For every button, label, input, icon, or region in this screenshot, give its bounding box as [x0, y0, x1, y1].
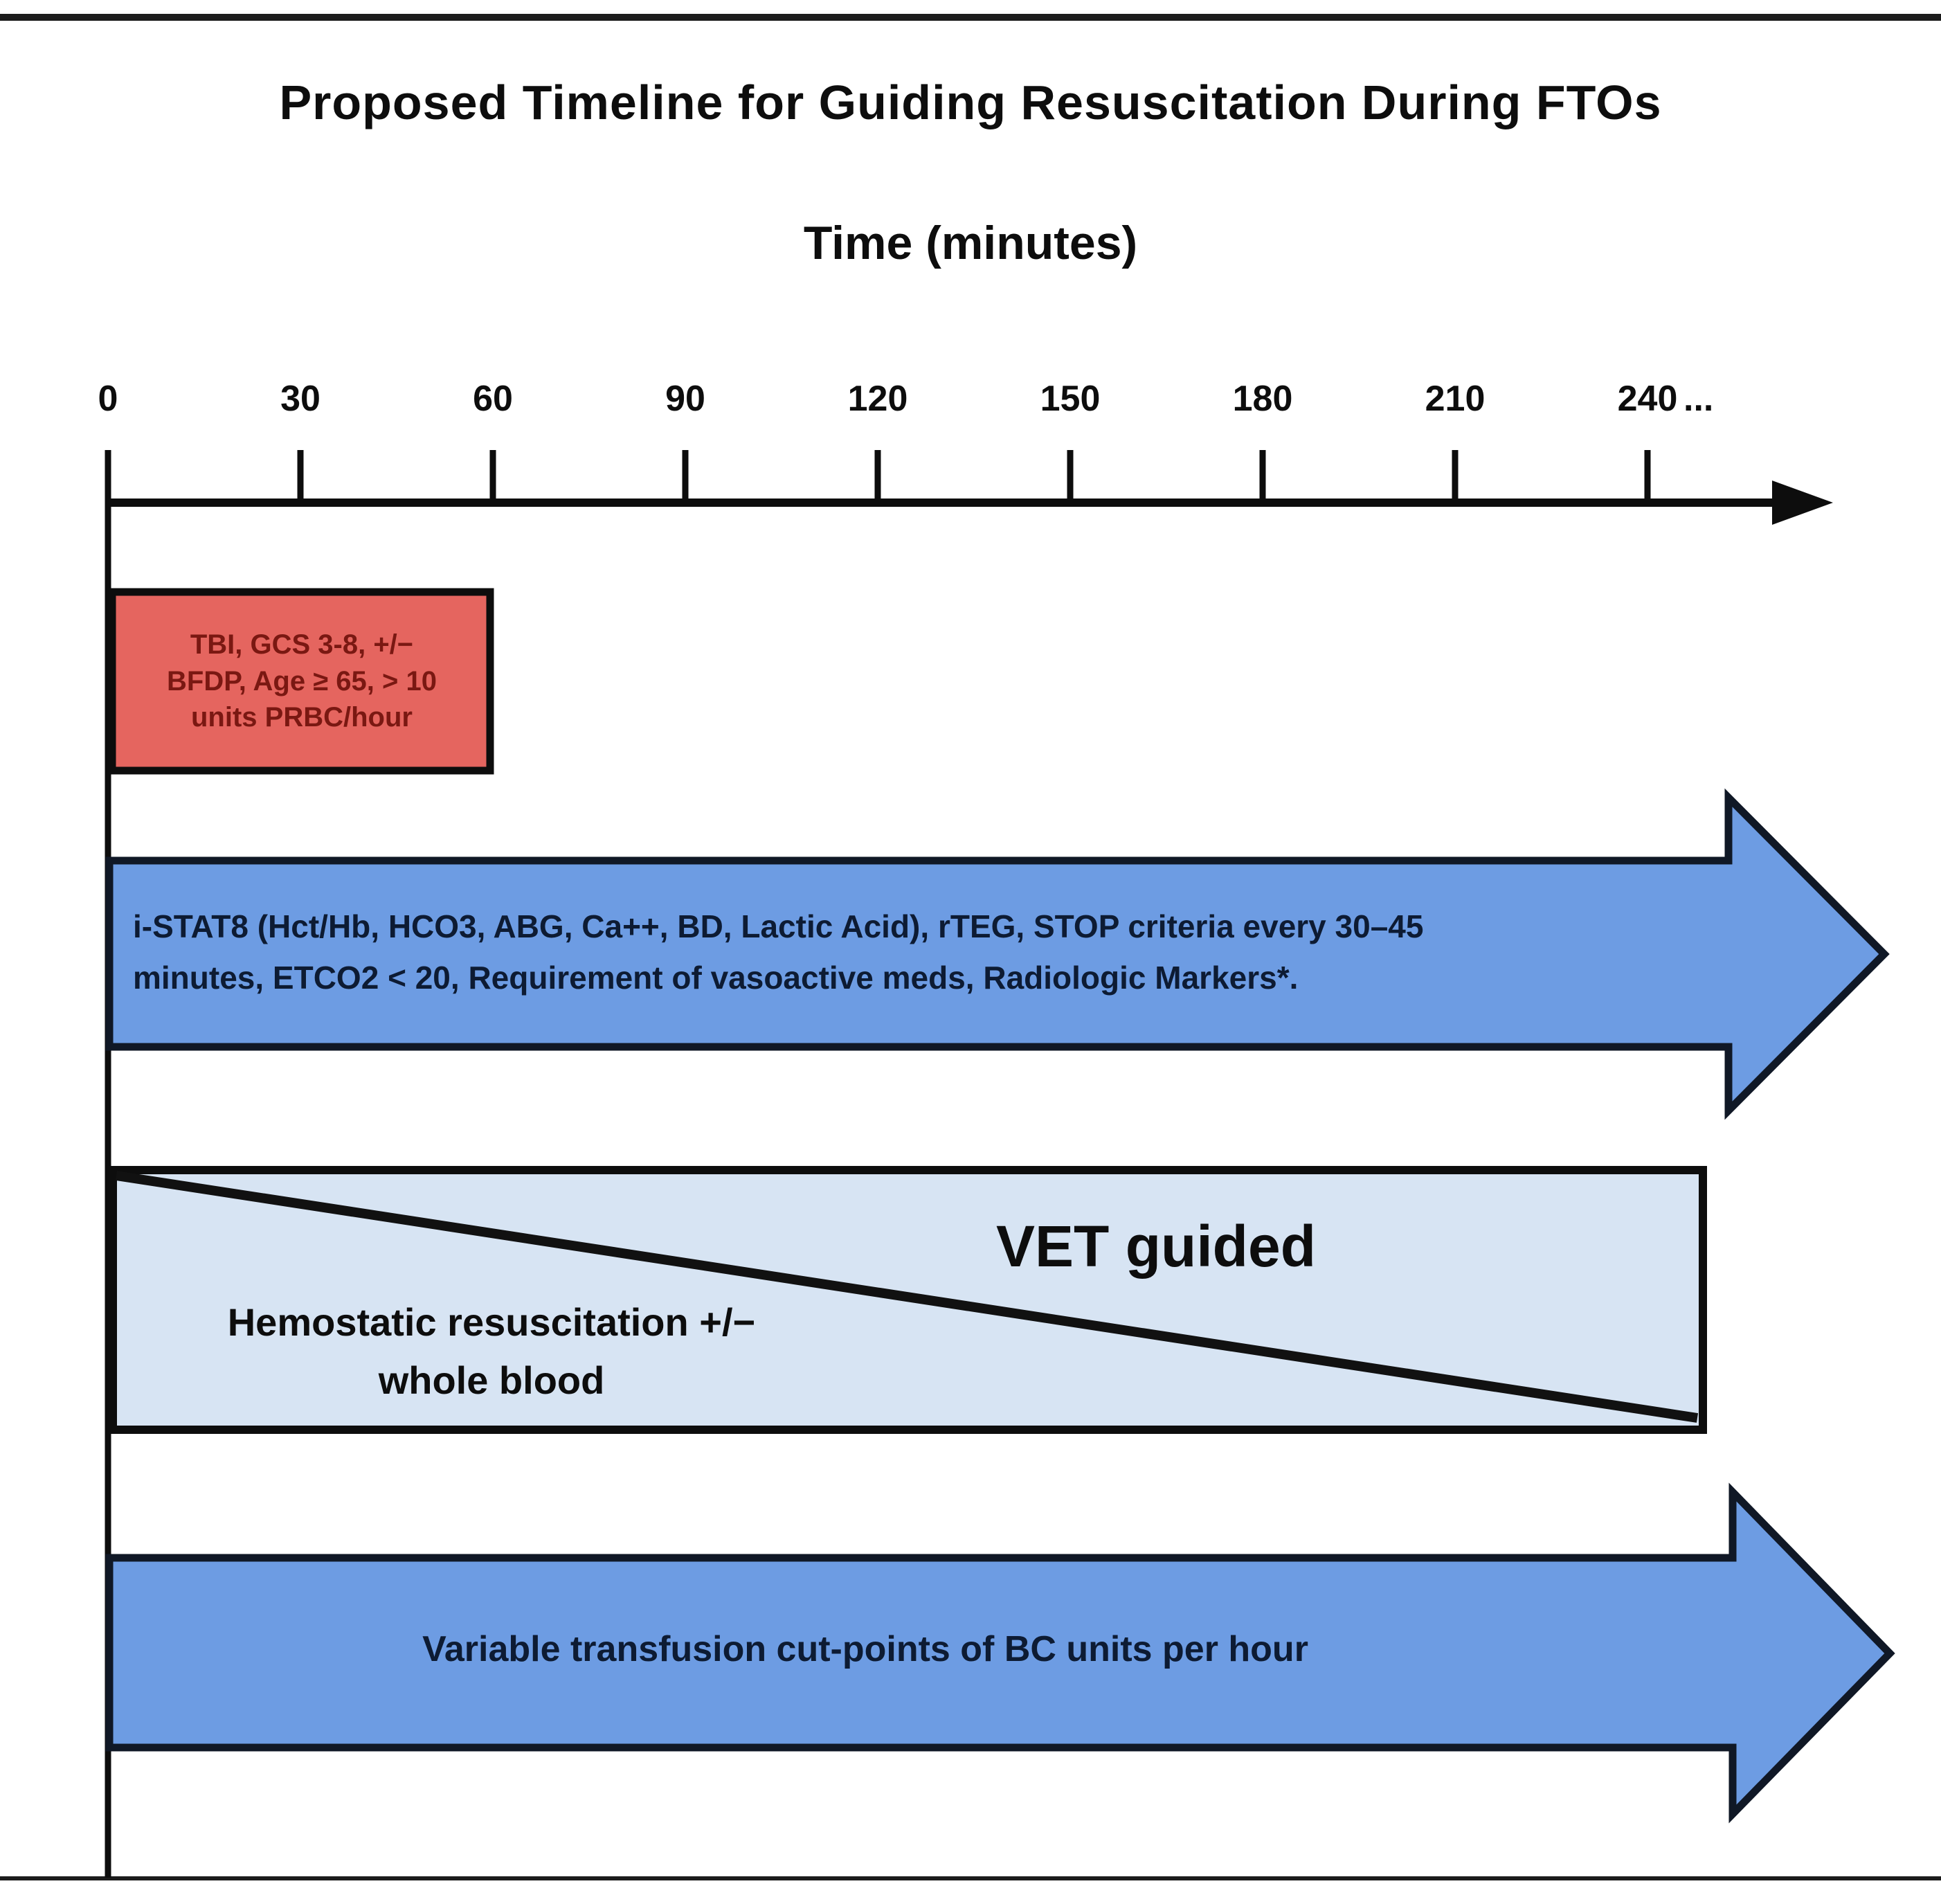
diagonal-divider: [115, 1171, 1699, 1423]
axis-title: Time (minutes): [803, 217, 1138, 269]
axis-tick-marks: [105, 450, 1651, 503]
transfusion-arrow: [105, 1482, 1895, 1824]
monitoring-arrow-line: minutes, ETCO2 < 20, Requirement of vaso…: [133, 959, 1299, 996]
axis-tick-label-0: 0: [98, 379, 118, 419]
axis-tick-label-150: 150: [1040, 379, 1101, 419]
hemostatic-label: Hemostatic resuscitation +/− whole blood: [173, 1293, 810, 1410]
axis-tick-label-60: 60: [473, 379, 513, 419]
risk-factors-line: BFDP, Age ≥ 65, > 10: [167, 665, 437, 697]
risk-factors-box: [108, 588, 494, 775]
axis-continuation-ellipsis: ...: [1683, 379, 1714, 419]
axis-tick-label-120: 120: [847, 379, 908, 419]
monitoring-arrow-line: i-STAT8 (Hct/Hb, HCO3, ABG, Ca++, BD, La…: [133, 908, 1424, 944]
transfusion-arrow-text: Variable transfusion cut-points of BC un…: [422, 1629, 1308, 1669]
monitoring-arrow-text: i-STAT8 (Hct/Hb, HCO3, ABG, Ca++, BD, La…: [133, 901, 1697, 1003]
axis-tick-label-30: 30: [280, 379, 321, 419]
top-border-line: [0, 14, 1941, 21]
axis-tick-label-240: 240: [1617, 379, 1678, 419]
axis-arrowhead-icon: [1772, 481, 1833, 525]
risk-factors-line: units PRBC/hour: [191, 702, 413, 733]
risk-factors-text: TBI, GCS 3-8, +/− BFDP, Age ≥ 65, > 10 u…: [119, 597, 485, 766]
risk-factors-line: TBI, GCS 3-8, +/−: [190, 629, 414, 660]
monitoring-arrow: [105, 788, 1890, 1120]
axis-tick-label-90: 90: [665, 379, 705, 419]
axis-tick-label-210: 210: [1425, 379, 1486, 419]
bottom-border-line: [0, 1876, 1941, 1880]
vet-guided-label: VET guided: [996, 1214, 1316, 1279]
page-title: Proposed Timeline for Guiding Resuscitat…: [279, 75, 1662, 129]
hemostatic-line: whole blood: [378, 1358, 605, 1402]
axis-tick-label-180: 180: [1232, 379, 1293, 419]
hemostatic-line: Hemostatic resuscitation +/−: [227, 1300, 756, 1344]
